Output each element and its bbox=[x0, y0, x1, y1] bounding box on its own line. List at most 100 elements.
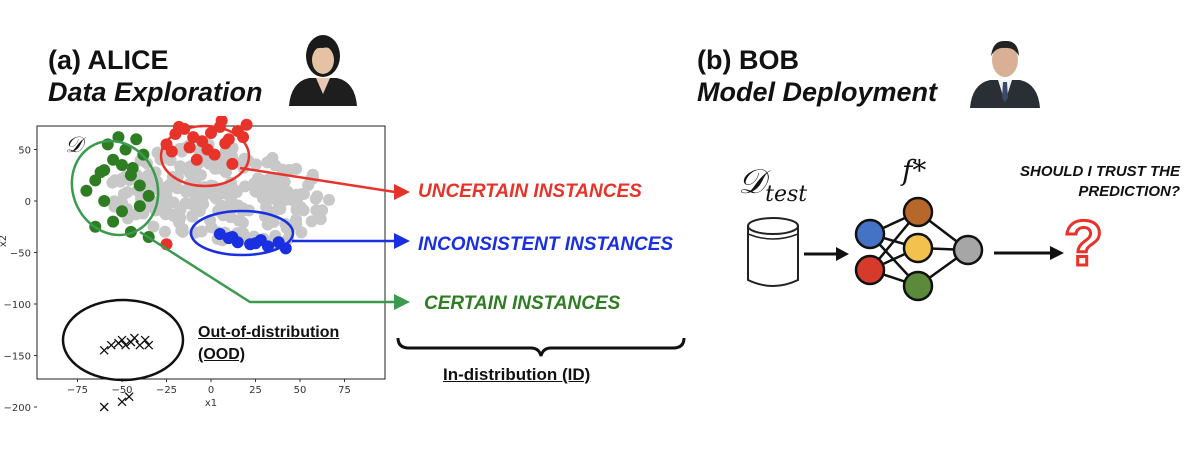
alice-subtitle: Data Exploration bbox=[48, 77, 263, 107]
alice-avatar bbox=[289, 35, 357, 106]
certain-point bbox=[130, 133, 143, 146]
background-point bbox=[167, 209, 180, 222]
certain-point bbox=[94, 166, 107, 179]
bob-subtitle: Model Deployment bbox=[697, 77, 938, 107]
certain-point bbox=[116, 205, 128, 218]
y-tick-label: −100 bbox=[4, 300, 31, 311]
ood-point bbox=[106, 340, 116, 350]
background-point bbox=[232, 214, 245, 227]
ood-point bbox=[124, 392, 134, 402]
background-point bbox=[218, 187, 231, 200]
bob-title: (b) BOB bbox=[697, 45, 799, 75]
ood-point bbox=[121, 340, 131, 350]
inconsistent-point bbox=[261, 240, 274, 253]
id-label: In-distribution (ID) bbox=[443, 365, 591, 384]
background-point bbox=[295, 188, 308, 201]
x-tick-label: 75 bbox=[338, 385, 351, 396]
model-symbol: f* bbox=[902, 154, 927, 187]
uncertain-point bbox=[183, 141, 196, 154]
ood-point bbox=[99, 345, 109, 355]
y-axis-label: x2 bbox=[0, 235, 9, 247]
certain-arrow bbox=[139, 230, 395, 304]
dataset-symbol: 𝒟 bbox=[65, 133, 87, 158]
inconsistent-point bbox=[249, 237, 262, 250]
nn-node-hidden-1 bbox=[902, 196, 934, 228]
ood-point bbox=[117, 335, 127, 345]
uncertain-point bbox=[165, 145, 178, 158]
certain-point bbox=[80, 184, 93, 197]
certain-point bbox=[133, 179, 146, 192]
uncertain-point bbox=[237, 131, 250, 144]
background-point bbox=[147, 220, 160, 233]
certain-point bbox=[107, 153, 120, 166]
background-point bbox=[316, 204, 329, 217]
uncertain-point bbox=[187, 131, 200, 144]
uncertain-ellipse bbox=[159, 124, 251, 188]
test-subscript: test bbox=[765, 181, 808, 207]
uncertain-point bbox=[205, 127, 217, 140]
background-point bbox=[186, 210, 199, 223]
certain-ellipse bbox=[70, 139, 160, 237]
certain-point bbox=[107, 215, 120, 228]
trust-question-line2: PREDICTION? bbox=[1078, 183, 1180, 200]
x-tick-label: 0 bbox=[208, 385, 214, 396]
x-tick-label: −25 bbox=[156, 385, 177, 396]
certain-point bbox=[133, 200, 146, 213]
ood-point bbox=[144, 340, 154, 350]
trust-question: SHOULD I TRUST THE PREDICTION? bbox=[966, 162, 1180, 202]
x-tick-label: 25 bbox=[249, 385, 262, 396]
background-point bbox=[323, 193, 336, 206]
uncertain-point bbox=[215, 116, 228, 127]
ood-label-line2: (OOD) bbox=[198, 346, 246, 363]
nn-node-hidden-2 bbox=[902, 232, 934, 264]
certain-label: CERTAIN INSTANCES bbox=[424, 293, 621, 314]
ood-label-line1: Out-of-distribution bbox=[198, 324, 340, 341]
output-arrow bbox=[994, 246, 1064, 260]
uncertain-point bbox=[190, 153, 203, 166]
background-point bbox=[217, 200, 230, 213]
certain-point bbox=[116, 158, 128, 171]
certain-point bbox=[98, 195, 111, 207]
y-tick-label: −50 bbox=[10, 249, 31, 260]
y-tick-label: −150 bbox=[4, 352, 31, 363]
test-dataset-symbol: 𝒟test bbox=[738, 162, 807, 207]
inconsistent-ellipse bbox=[189, 209, 295, 257]
nn-node-output bbox=[952, 234, 984, 266]
background-point bbox=[114, 175, 127, 188]
test-dataset-letter: 𝒟 bbox=[738, 162, 766, 202]
background-point bbox=[158, 225, 171, 238]
background-point bbox=[278, 175, 291, 188]
nn-node-input-2 bbox=[854, 254, 886, 286]
background-point bbox=[232, 199, 245, 212]
uncertain-label: UNCERTAIN INSTANCES bbox=[418, 181, 642, 202]
uncertain-point bbox=[208, 148, 221, 161]
trust-question-line1: SHOULD I TRUST THE bbox=[1020, 163, 1180, 180]
question-mark-icon: ? bbox=[1062, 207, 1104, 280]
x-axis-label: x1 bbox=[205, 398, 217, 409]
x-tick-label: −75 bbox=[67, 385, 88, 396]
y-tick-label: 50 bbox=[18, 146, 31, 157]
uncertain-point bbox=[226, 157, 239, 170]
id-brace bbox=[396, 337, 686, 357]
bob-avatar bbox=[970, 40, 1040, 108]
background-point bbox=[219, 166, 232, 179]
database-icon bbox=[747, 217, 799, 287]
y-tick-label: 0 bbox=[25, 197, 31, 208]
uncertain-point bbox=[219, 137, 232, 150]
background-point bbox=[302, 179, 315, 192]
category-arrowheads bbox=[394, 184, 410, 310]
alice-title: (a) ALICE bbox=[48, 45, 169, 75]
background-point bbox=[260, 192, 273, 205]
uncertain-arrow bbox=[239, 166, 396, 194]
ood-ellipse bbox=[61, 298, 185, 382]
ood-point bbox=[117, 397, 127, 407]
background-point bbox=[271, 203, 284, 216]
background-point bbox=[250, 185, 263, 198]
uncertain-point bbox=[240, 118, 253, 131]
ood-point bbox=[130, 333, 139, 343]
background-point bbox=[108, 195, 121, 208]
background-point bbox=[261, 156, 274, 169]
background-point bbox=[230, 186, 243, 199]
